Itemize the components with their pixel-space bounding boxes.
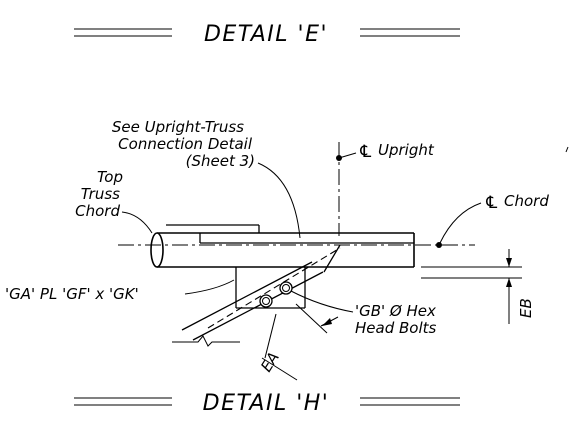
see-callout-line-3: (Sheet 3) (186, 152, 255, 170)
eb-dimension-label: EB (517, 298, 535, 318)
centerline-upright-symbol: ℄ (358, 142, 373, 162)
see-callout-line-1: See Upright-Truss (112, 118, 244, 136)
chord-end-cut (150, 232, 164, 268)
top-chord-line-3: Chord (75, 202, 120, 220)
ea-dimension-label: EA (257, 349, 283, 375)
top-truss-chord (118, 224, 475, 268)
centerline-chord-symbol: ℄ (484, 193, 499, 213)
eb-dimension: EB (421, 249, 535, 324)
plate-callout: 'GA' PL 'GF' x 'GK' (5, 285, 139, 303)
detail-e-title: DETAIL 'E' (204, 22, 328, 47)
diagonal-brace (172, 244, 341, 347)
ea-dimension: EA (257, 303, 339, 381)
bolt-2 (279, 281, 293, 295)
see-callout-line-2: Connection Detail (118, 135, 253, 153)
bolt-1 (259, 294, 273, 308)
centerline-chord-label: Chord (504, 192, 549, 210)
chord-callout-dot (436, 242, 442, 248)
top-chord-line-2: Truss (81, 185, 120, 203)
see-upright-truss-callout: See Upright-Truss Connection Detail (She… (112, 118, 301, 239)
detail-e-title-block: DETAIL 'E' (74, 22, 460, 47)
centerline-chord-callout: ℄ Chord (436, 192, 549, 248)
centerline-upright-callout: ℄ Upright (336, 141, 435, 162)
centerline-upright-label: Upright (378, 141, 435, 159)
stray-mark (565, 146, 569, 153)
top-truss-chord-callout: Top Truss Chord (75, 168, 153, 234)
brace-break-line (172, 335, 240, 347)
detail-h-title-block: DETAIL 'H' (74, 391, 460, 416)
bolts-callout-line-1: 'GB' Ø Hex (355, 302, 436, 320)
bolts-callout-line-2: Head Bolts (355, 319, 437, 337)
top-chord-line-1: Top (97, 168, 123, 186)
detail-h-title: DETAIL 'H' (203, 391, 330, 416)
